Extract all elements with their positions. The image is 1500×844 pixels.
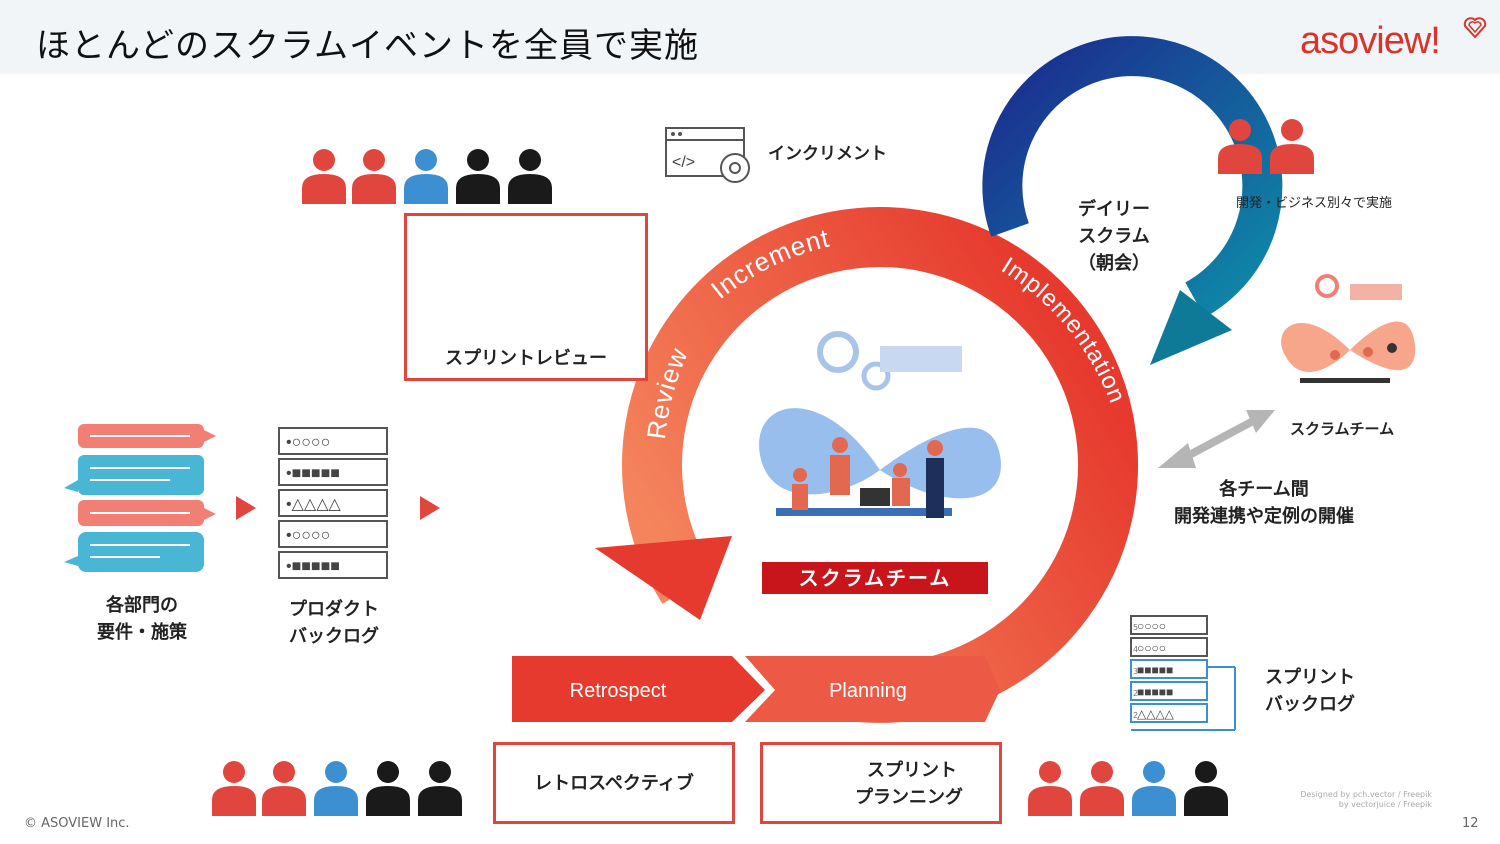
sprint-backlog-numbers: 5 4 3 2 2 — [1133, 617, 1138, 727]
code-window-icon: </> — [665, 127, 750, 183]
people-group-bottom-left — [212, 761, 462, 816]
svg-text:○○○○: ○○○○ — [1137, 641, 1166, 655]
flow-arrow-1 — [236, 496, 256, 520]
header-bar — [0, 0, 1500, 74]
svg-text:△△△△: △△△△ — [1137, 707, 1175, 721]
daily-scrum-arc — [982, 36, 1283, 318]
sprint-backlog-line1: スプリント — [1265, 667, 1355, 688]
daily-scrum-label: Daily Scrum — [1035, 137, 1173, 184]
inter-team-text: 各チーム間 開発連携や定例の開催 — [1160, 476, 1368, 530]
center-team-illustration — [759, 331, 1001, 518]
sb-num-5: 2 — [1133, 711, 1139, 720]
sprint-backlog-icon — [1130, 615, 1236, 731]
inter-team-line2: 開発連携や定例の開催 — [1174, 506, 1354, 527]
image-credit: Designed by pch.vector / Freepik by vect… — [1300, 790, 1432, 811]
svg-text:</>: </> — [672, 154, 695, 171]
cycle-arrowhead — [595, 536, 732, 620]
people-group-top-left — [302, 149, 552, 204]
copyright: © ASOVIEW Inc. — [24, 816, 130, 831]
sprint-review-label: スプリントレビュー — [445, 348, 607, 369]
sb-num-3: 3 — [1133, 667, 1139, 676]
sb-num-2: 4 — [1133, 645, 1139, 654]
people-group-top-right — [1218, 119, 1314, 174]
product-backlog-rows: •○○○○ •■■■■■ •△△△△ •○○○○ •■■■■■ — [286, 434, 342, 575]
svg-text:■■■■■: ■■■■■ — [1137, 685, 1173, 699]
backlog-line1: プロダクト — [289, 599, 379, 620]
svg-text:○○○○: ○○○○ — [1137, 619, 1166, 633]
sb-num-1: 5 — [1133, 623, 1139, 632]
daily-line3: （朝会） — [1078, 253, 1150, 274]
backlog-line2: バックログ — [289, 626, 379, 647]
svg-text:•○○○○: •○○○○ — [286, 527, 330, 544]
credit-line2: by vectorjuice / Freepik — [1338, 800, 1432, 810]
dept-line2: 要件・施策 — [97, 622, 187, 643]
daily-line1: デイリー — [1078, 199, 1150, 220]
svg-text:•■■■■■: •■■■■■ — [286, 558, 340, 575]
scrum-team-banner: スクラムチーム — [762, 562, 988, 594]
planning-line2: プランニング — [855, 787, 963, 808]
svg-text:Daily Scrum: Daily Scrum — [1035, 137, 1174, 184]
credit-line1: Designed by pch.vector / Freepik — [1300, 790, 1432, 799]
daily-scrum-text: デイリー スクラム （朝会） — [1066, 196, 1162, 277]
logo-heart-icon — [1463, 17, 1487, 39]
sprint-backlog-rows: ○○○○ ○○○○ ■■■■■ ■■■■■ △△△△ — [1137, 619, 1175, 721]
right-team-label: スクラムチーム — [1290, 420, 1395, 438]
page-title: ほとんどのスクラムイベントを全員で実施 — [36, 26, 699, 66]
department-label: 各部門の 要件・施策 — [80, 592, 204, 646]
planning-text: スプリント プランニング — [855, 757, 963, 811]
retrospective-label: レトロスペクティブ — [534, 772, 694, 794]
people-group-bottom-right — [1028, 761, 1228, 816]
page-number: 12 — [1462, 816, 1479, 831]
svg-text:•■■■■■: •■■■■■ — [286, 465, 340, 482]
svg-text:•○○○○: •○○○○ — [286, 434, 330, 451]
sprint-backlog-line2: バックログ — [1265, 694, 1355, 715]
daily-line2: スクラム — [1078, 226, 1150, 247]
retrospect-chevron — [512, 656, 765, 722]
daily-arrowhead — [1150, 290, 1232, 365]
svg-text:■■■■■: ■■■■■ — [1137, 663, 1173, 677]
planning-line1: スプリント — [867, 760, 957, 781]
flow-arrow-2 — [420, 496, 440, 520]
sprint-backlog-label: スプリント バックログ — [1254, 664, 1366, 718]
svg-text:•△△△△: •△△△△ — [286, 496, 342, 513]
sb-num-4: 2 — [1133, 689, 1139, 698]
inter-team-arrow — [1158, 410, 1275, 468]
increment-note: インクリメント — [768, 144, 887, 164]
daily-note: 開発・ビジネス別々で実施 — [1236, 196, 1393, 211]
retrospective-box: レトロスペクティブ — [493, 742, 735, 824]
planning-chevron — [745, 656, 1000, 722]
sprint-review-box: スプリントレビュー — [404, 213, 648, 381]
planning-label: Planning — [829, 680, 907, 702]
inter-team-line1: 各チーム間 — [1219, 479, 1309, 500]
right-team-illustration — [1281, 274, 1416, 383]
product-backlog-label: プロダクト バックログ — [272, 596, 396, 650]
department-requests-icon — [64, 424, 216, 572]
dept-line1: 各部門の — [106, 595, 178, 616]
sprint-planning-box: スプリント プランニング — [760, 742, 1002, 824]
retrospect-label: Retrospect — [570, 680, 667, 702]
product-backlog-icon — [278, 427, 388, 579]
brand-logo: asoview! — [1300, 20, 1441, 62]
